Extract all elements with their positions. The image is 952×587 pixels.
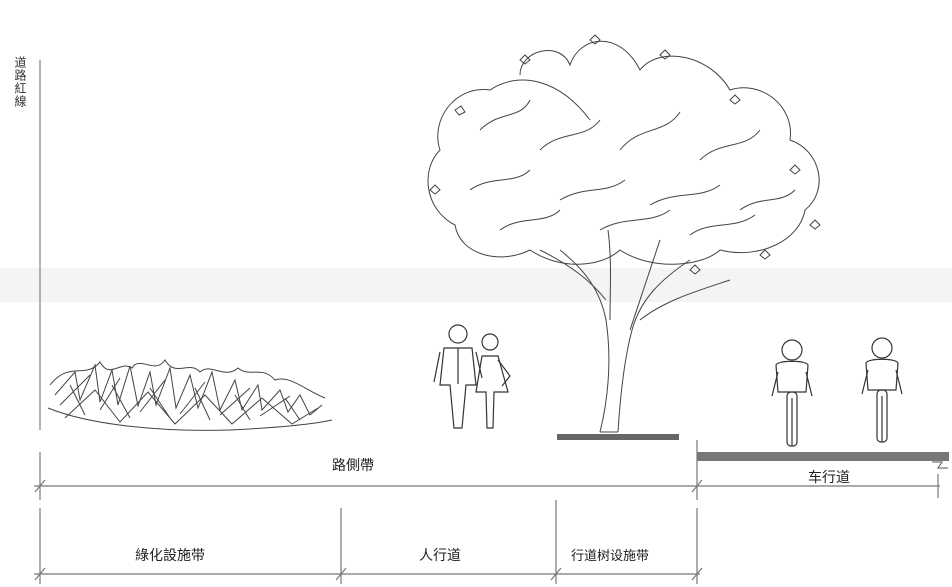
background-band (0, 268, 952, 302)
vertical-boundary-label: 道路紅線 (13, 56, 27, 108)
break-mark (932, 461, 948, 469)
carriageway-label: 车行道 (808, 470, 850, 486)
sidewalk-label: 人行道 (419, 548, 461, 564)
street-tree-icon (427, 34, 821, 433)
shrub-icon (47, 359, 333, 431)
dimension-lines (34, 440, 940, 584)
tree-pit-base (557, 434, 679, 440)
carriageway-surface (697, 452, 949, 461)
cyclist-icon (861, 337, 903, 443)
side-belt-label: 路側帶 (332, 458, 374, 474)
cyclist-icon (771, 339, 813, 447)
pedestrian-couple-icon (433, 324, 511, 429)
street-tree-facility-belt-label: 行道树设施带 (571, 549, 650, 564)
green-facility-belt-label: 綠化設施带 (135, 548, 205, 564)
